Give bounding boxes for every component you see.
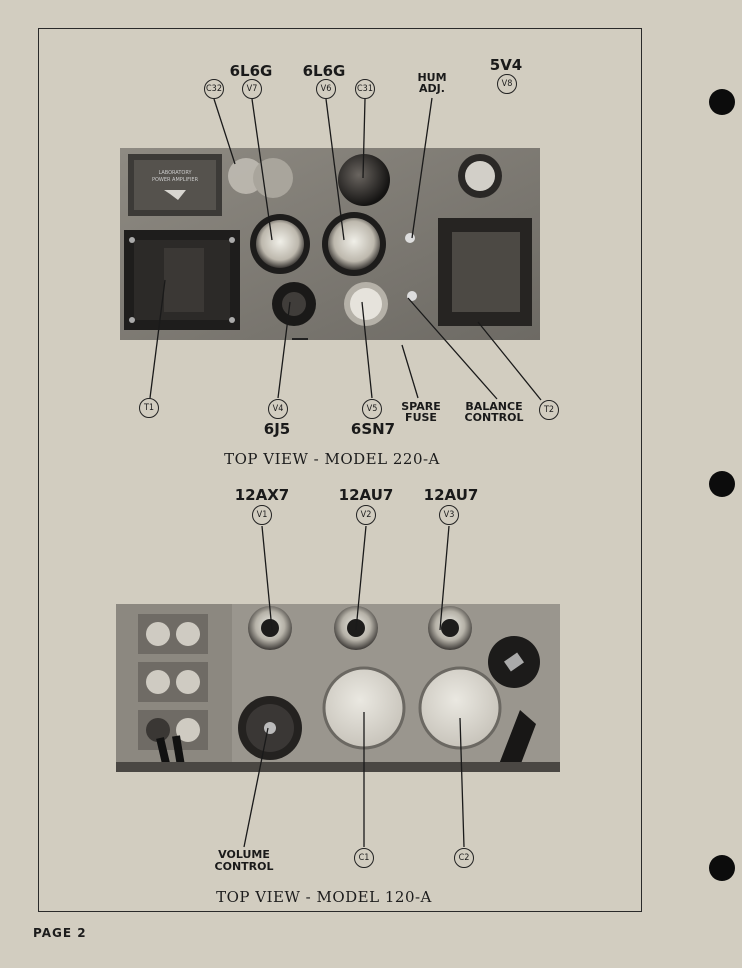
binder-hole-bottom xyxy=(709,855,735,881)
callout-c32: C32 xyxy=(204,79,224,99)
tube-label-v1: 12AX7 xyxy=(234,486,290,504)
callout-v5: V5 xyxy=(362,399,382,419)
photo-model-120a xyxy=(116,604,560,772)
tube-label-v5: 6SN7 xyxy=(350,420,396,438)
svg-text:POWER AMPLIFIER: POWER AMPLIFIER xyxy=(152,177,199,183)
binder-hole-top xyxy=(709,89,735,115)
tube-label-v2: 12AU7 xyxy=(338,486,394,504)
volume-control-label-line1: VOLUME xyxy=(218,848,270,861)
balance-control-label-line2: CONTROL xyxy=(464,411,524,424)
tube-label-v3: 12AU7 xyxy=(423,486,479,504)
binder-hole-middle xyxy=(709,471,735,497)
callout-v8: V8 xyxy=(497,74,517,94)
tube-label-v8: 5V4 xyxy=(489,56,523,74)
callout-c1: C1 xyxy=(354,848,374,868)
svg-text:LABORATORY: LABORATORY xyxy=(158,170,192,176)
callout-t1: T1 xyxy=(139,398,159,418)
spare-fuse-label-line2: FUSE xyxy=(405,411,437,424)
hum-adj-label-line1: HUM xyxy=(417,71,447,84)
callout-v6: V6 xyxy=(316,79,336,99)
caption-model-220a: TOP VIEW - MODEL 220-A xyxy=(224,450,440,468)
callout-v3: V3 xyxy=(439,505,459,525)
callout-c2: C2 xyxy=(454,848,474,868)
callout-c31: C31 xyxy=(355,79,375,99)
page-number: PAGE 2 xyxy=(33,926,87,940)
spare-fuse-label-line1: SPARE xyxy=(401,400,441,413)
callout-v2: V2 xyxy=(356,505,376,525)
volume-control-label-line2: CONTROL xyxy=(214,860,274,873)
callout-v4: V4 xyxy=(268,399,288,419)
page-border xyxy=(38,28,642,912)
tube-label-v4: 6J5 xyxy=(263,420,291,438)
callout-v7: V7 xyxy=(242,79,262,99)
tube-label-v7: 6L6G xyxy=(229,62,273,80)
tube-label-v6: 6L6G xyxy=(302,62,346,80)
caption-model-120a: TOP VIEW - MODEL 120-A xyxy=(216,888,432,906)
balance-control-label-line1: BALANCE xyxy=(465,400,523,413)
callout-v1: V1 xyxy=(252,505,272,525)
photo-model-220a: LABORATORY POWER AMPLIFIER xyxy=(120,148,540,340)
hum-adj-label-line2: ADJ. xyxy=(419,82,445,95)
callout-t2: T2 xyxy=(539,400,559,420)
